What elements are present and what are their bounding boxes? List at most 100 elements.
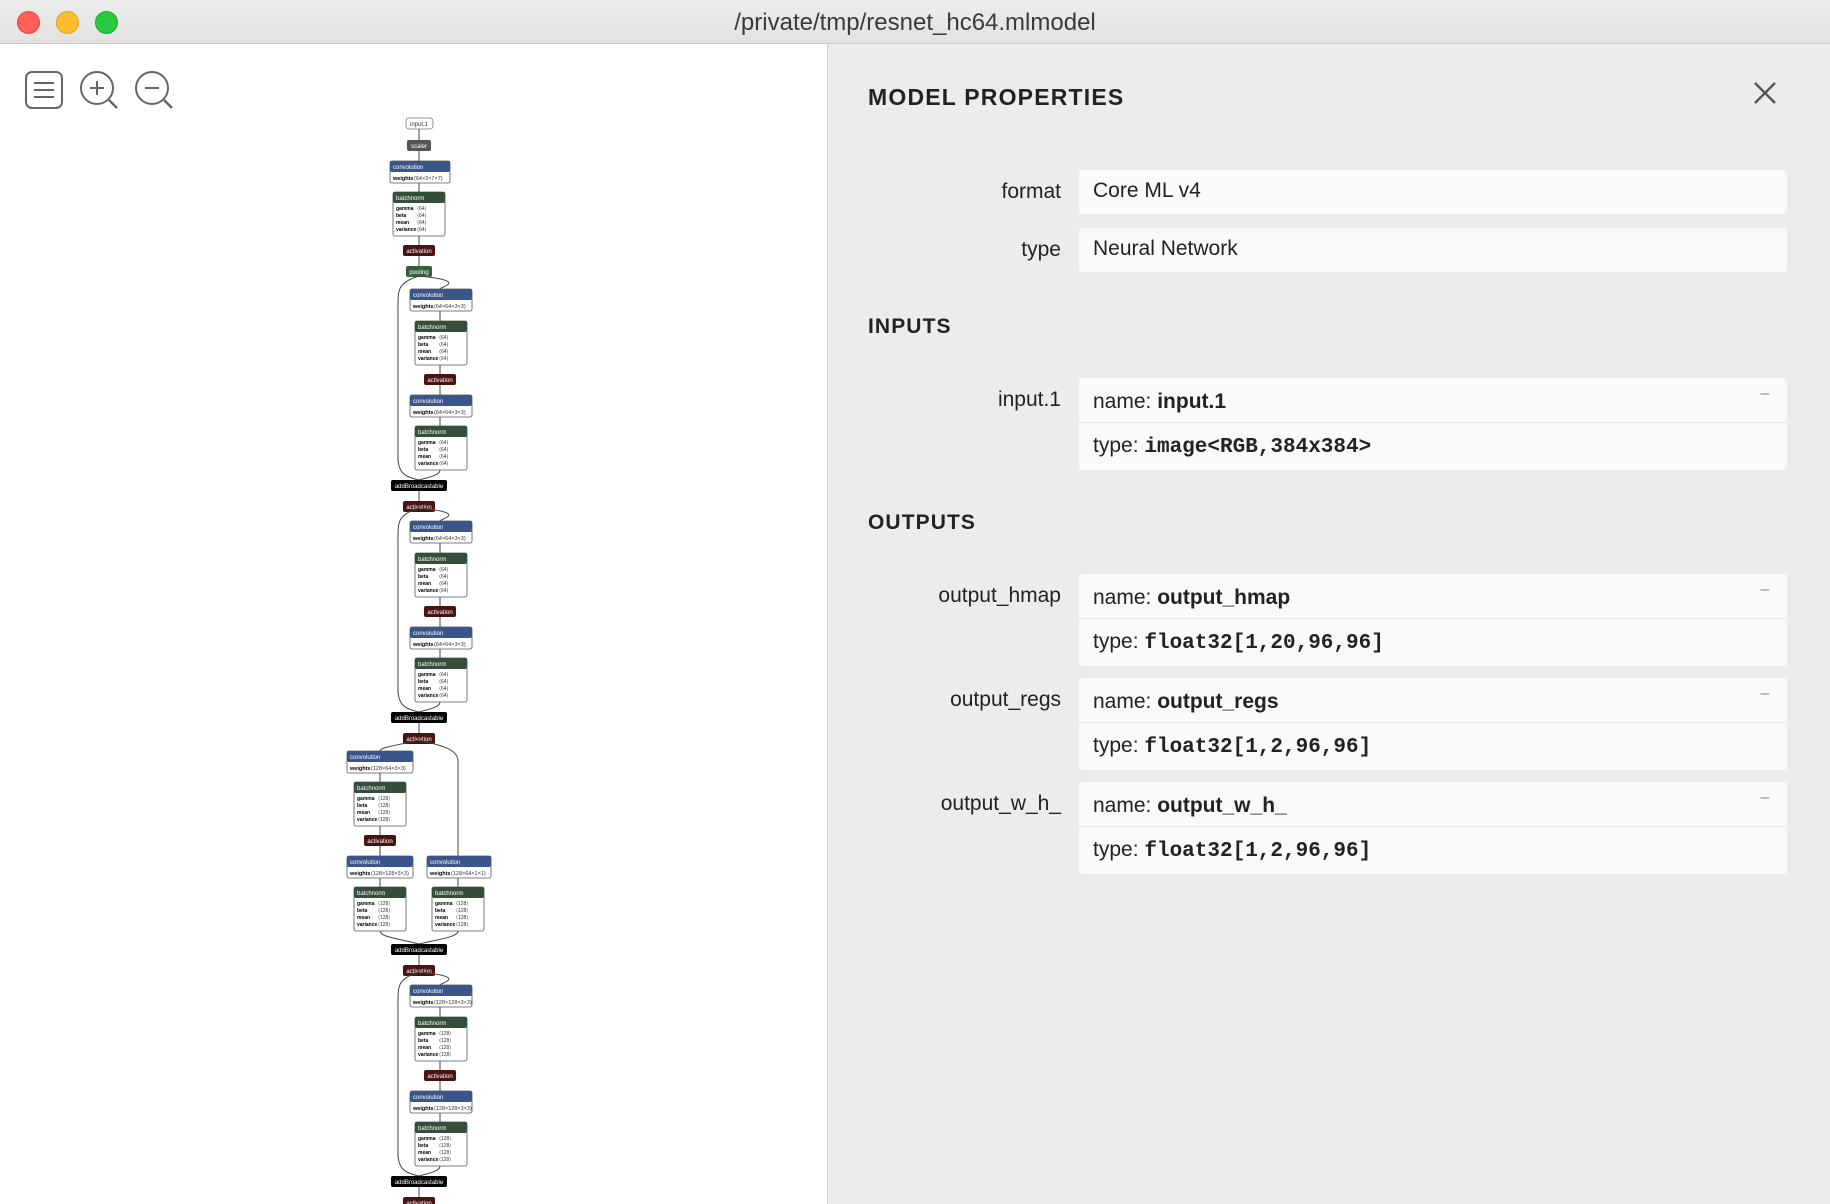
batchnorm-header[interactable]: [354, 782, 406, 793]
type-prefix: type:: [1093, 838, 1145, 861]
zoom-in-button[interactable]: [79, 70, 119, 110]
output-box[interactable]: name: output_regs type: float32[1,2,96,9…: [1079, 678, 1787, 770]
activation-node[interactable]: [403, 1197, 435, 1204]
batchnorm-header[interactable]: [415, 321, 467, 332]
convolution-header[interactable]: [410, 627, 472, 638]
param-label: variance: [418, 356, 439, 362]
collapse-toggle[interactable]: –: [1760, 385, 1770, 402]
batchnorm-label: batchnorm: [435, 891, 463, 897]
convolution-label: convolution: [413, 989, 443, 995]
convolution-header[interactable]: [347, 856, 413, 867]
param-shape: ⟨64⟩: [439, 342, 449, 348]
convolution-label: convolution: [413, 631, 443, 637]
batchnorm-label: batchnorm: [418, 430, 446, 436]
zoom-out-button[interactable]: [134, 70, 174, 110]
weights-label: weights: [349, 871, 370, 877]
activation-node[interactable]: [364, 835, 396, 846]
convolution-label: convolution: [413, 399, 443, 405]
batchnorm-header[interactable]: [432, 887, 484, 898]
input-node-label: input.1: [410, 122, 429, 128]
weights-label: weights: [392, 176, 413, 182]
param-shape: ⟨128⟩: [456, 922, 468, 928]
type-value[interactable]: Neural Network: [1079, 228, 1787, 272]
param-label: gamma: [418, 335, 436, 341]
param-label: gamma: [435, 901, 453, 907]
activation-node[interactable]: [424, 606, 456, 617]
model-graph[interactable]: input.1scalerconvolutionweights(64×3×7×7…: [0, 44, 827, 1204]
convolution-header[interactable]: [410, 395, 472, 406]
batchnorm-header[interactable]: [393, 192, 445, 203]
output-type-line: type: float32[1,2,96,96]: [1093, 734, 1371, 759]
batchnorm-header[interactable]: [415, 553, 467, 564]
batchnorm-label: batchnorm: [418, 325, 446, 331]
window-title: /private/tmp/resnet_hc64.mlmodel: [734, 9, 1096, 36]
edge: [418, 275, 450, 290]
batchnorm-header[interactable]: [354, 887, 406, 898]
add-node[interactable]: [391, 480, 447, 491]
window-minimize-button[interactable]: [56, 11, 79, 34]
convolution-header[interactable]: [410, 985, 472, 996]
weights-shape: (64×64×3×3): [434, 410, 466, 416]
param-shape: ⟨64⟩: [439, 574, 449, 580]
output-label: output_regs: [950, 688, 1061, 711]
add-node[interactable]: [391, 712, 447, 723]
param-shape: ⟨64⟩: [417, 206, 427, 212]
param-shape: ⟨64⟩: [439, 349, 449, 355]
output-name: output_w_h_: [1157, 794, 1287, 817]
param-label: beta: [418, 447, 429, 453]
batchnorm-header[interactable]: [415, 1122, 467, 1133]
param-shape: ⟨64⟩: [439, 461, 449, 467]
param-shape: ⟨128⟩: [439, 1136, 451, 1142]
param-shape: ⟨64⟩: [439, 440, 449, 446]
param-label: beta: [418, 1143, 429, 1149]
weights-label: weights: [412, 1106, 433, 1112]
scaler-node[interactable]: [407, 140, 431, 151]
close-panel-button[interactable]: [1750, 78, 1780, 108]
zoom-in-icon: [80, 71, 118, 109]
window-zoom-button[interactable]: [95, 11, 118, 34]
param-shape: ⟨64⟩: [439, 686, 449, 692]
output-box[interactable]: name: output_w_h_ type: float32[1,2,96,9…: [1079, 782, 1787, 874]
param-shape: ⟨128⟩: [378, 810, 390, 816]
convolution-header[interactable]: [427, 856, 491, 867]
activation-node[interactable]: [403, 733, 435, 744]
collapse-toggle[interactable]: –: [1760, 581, 1770, 598]
type-prefix: type:: [1093, 630, 1145, 653]
param-label: mean: [418, 454, 431, 460]
edge: [418, 701, 441, 713]
param-label: beta: [418, 574, 429, 580]
activation-node[interactable]: [424, 1070, 456, 1081]
activation-node-label: activation: [367, 839, 392, 845]
output-box[interactable]: name: output_hmap type: float32[1,20,96,…: [1079, 574, 1787, 666]
window-close-button[interactable]: [17, 11, 40, 34]
add-node-label: addBroadcastable: [395, 1180, 444, 1186]
convolution-header[interactable]: [410, 521, 472, 532]
batchnorm-header[interactable]: [415, 1017, 467, 1028]
collapse-toggle[interactable]: –: [1760, 789, 1770, 806]
edge: [418, 507, 450, 522]
activation-node[interactable]: [403, 245, 435, 256]
activation-node[interactable]: [424, 374, 456, 385]
add-node[interactable]: [391, 1176, 447, 1187]
weights-label: weights: [412, 1000, 433, 1006]
format-value[interactable]: Core ML v4: [1079, 170, 1787, 214]
input-box[interactable]: name: input.1 type: image<RGB,384x384> –: [1079, 378, 1787, 470]
convolution-header[interactable]: [410, 289, 472, 300]
convolution-header[interactable]: [347, 751, 413, 762]
convolution-header[interactable]: [410, 1091, 472, 1102]
batchnorm-header[interactable]: [415, 658, 467, 669]
param-label: gamma: [418, 1136, 436, 1142]
param-label: beta: [435, 908, 446, 914]
add-node[interactable]: [391, 944, 447, 955]
menu-button[interactable]: [24, 70, 64, 110]
param-shape: ⟨64⟩: [417, 227, 427, 233]
zoom-out-icon: [135, 71, 173, 109]
collapse-toggle[interactable]: –: [1760, 685, 1770, 702]
convolution-header[interactable]: [390, 161, 450, 172]
pooling-node[interactable]: [406, 266, 432, 277]
title-bar: /private/tmp/resnet_hc64.mlmodel: [0, 0, 1830, 44]
input-type: image<RGB,384x384>: [1144, 436, 1372, 459]
batchnorm-label: batchnorm: [418, 1021, 446, 1027]
batchnorm-header[interactable]: [415, 426, 467, 437]
